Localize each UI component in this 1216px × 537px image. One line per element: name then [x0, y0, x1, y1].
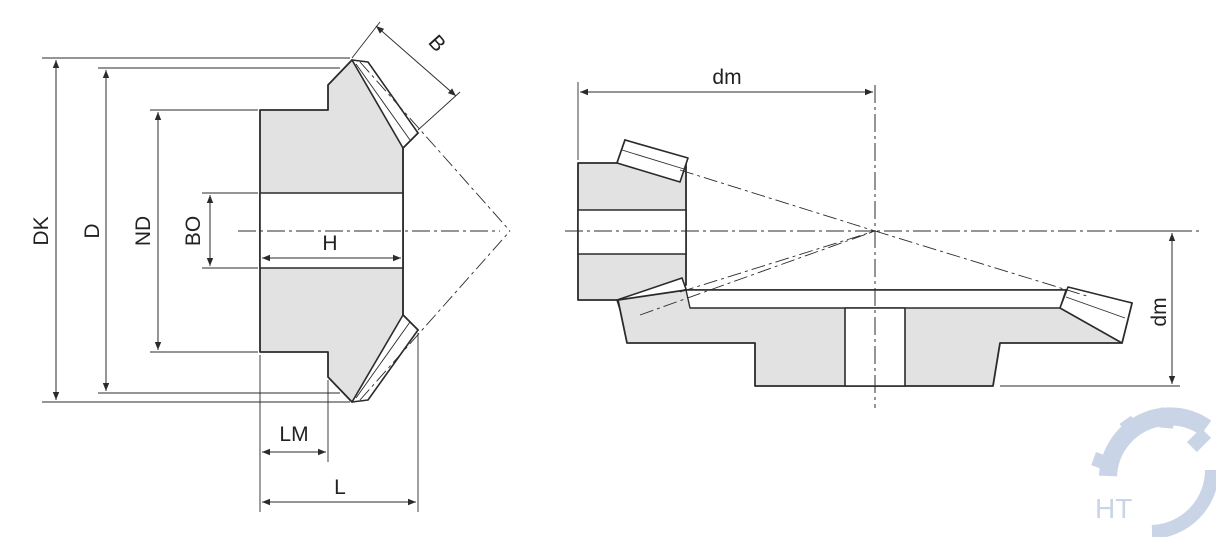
d-label: D: [81, 223, 104, 238]
dm-top-label: dm: [712, 66, 741, 89]
l-label: L: [334, 476, 346, 499]
pinion-upper-tooth: [616, 139, 689, 183]
nd-label: ND: [132, 216, 155, 246]
left-gear-view: [42, 21, 511, 512]
dk-label: DK: [30, 216, 53, 245]
pinion-bore: [577, 209, 687, 255]
lm-label: LM: [279, 423, 308, 446]
bo-label: BO: [182, 216, 205, 246]
gear-icon: [1091, 407, 1216, 537]
b-label: B: [424, 31, 450, 57]
b-dimension-line: [375, 25, 457, 97]
ring-gear-web: [685, 289, 1067, 309]
logo-text: HT: [1095, 493, 1132, 524]
right-gear-assembly: [565, 82, 1200, 408]
company-logo: HT: [1091, 407, 1216, 537]
dm-side-label: dm: [1148, 297, 1171, 326]
h-label: H: [322, 232, 337, 255]
